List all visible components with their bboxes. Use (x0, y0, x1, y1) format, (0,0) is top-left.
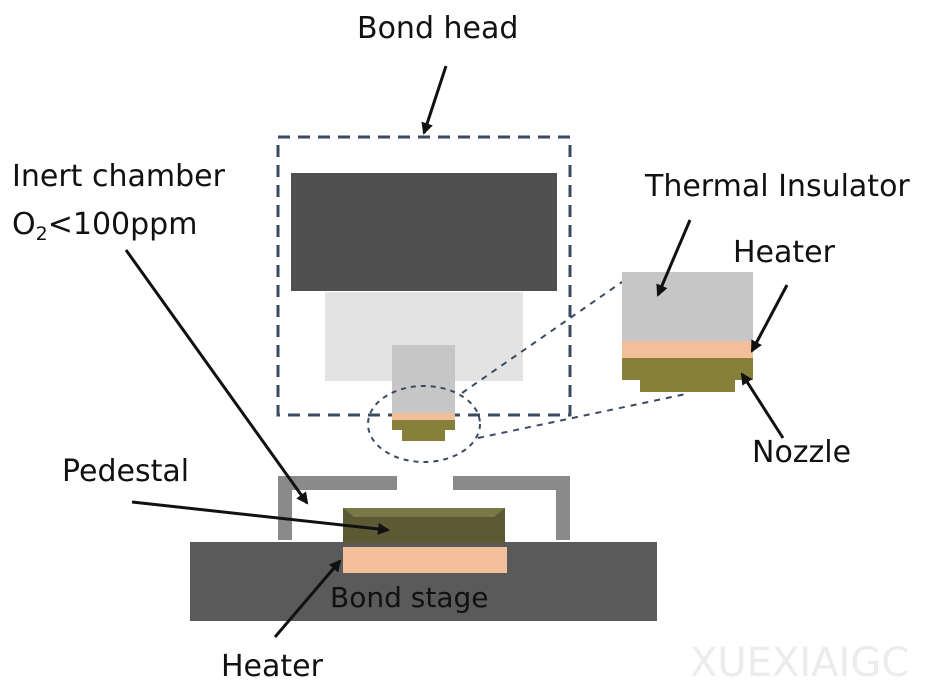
oxygen-limit-label: O2<100ppm (12, 207, 198, 245)
pedestal-label: Pedestal (62, 454, 190, 489)
oxygen-subscript: 2 (35, 223, 48, 245)
arrow-pedestal (131, 500, 390, 535)
nozzle-label: Nozzle (752, 435, 852, 470)
arrow-nozzle (740, 372, 785, 439)
heater-right-label: Heater (733, 235, 835, 270)
bond-head-tool-shank (392, 345, 455, 413)
chamber-wall-right (453, 476, 570, 540)
pedestal-bevel (343, 508, 505, 517)
arrow-bond-head (421, 65, 448, 135)
bond-head-heater (392, 413, 455, 420)
chamber-wall-left (278, 476, 397, 540)
zoom-line-upper (461, 281, 623, 394)
bond-head-block (291, 173, 557, 291)
detail-heater (622, 341, 753, 358)
oxygen-limit-value: <100ppm (47, 207, 198, 242)
arrow-thermal-insulator (656, 219, 692, 297)
bond-stage-label: Bond stage (330, 581, 489, 614)
zoom-circle (367, 385, 481, 463)
detail-nozzle (622, 358, 753, 392)
oxygen-symbol: O (12, 207, 36, 242)
arrow-heater-bottom (273, 559, 342, 638)
arrow-inert-chamber (124, 249, 309, 505)
stage-heater (343, 547, 507, 573)
bond-head-label: Bond head (357, 11, 519, 46)
thermal-insulator-label: Thermal Insulator (645, 169, 910, 204)
bond-head-nozzle (392, 420, 455, 441)
arrow-heater-right (750, 284, 789, 353)
bond-head-dashed-outline (276, 135, 572, 417)
detail-thermal-insulator (622, 272, 753, 341)
watermark: XUEXIAIGC (690, 640, 910, 686)
heater-bottom-label: Heater (221, 649, 323, 684)
inert-chamber-label: Inert chamber (12, 159, 225, 194)
